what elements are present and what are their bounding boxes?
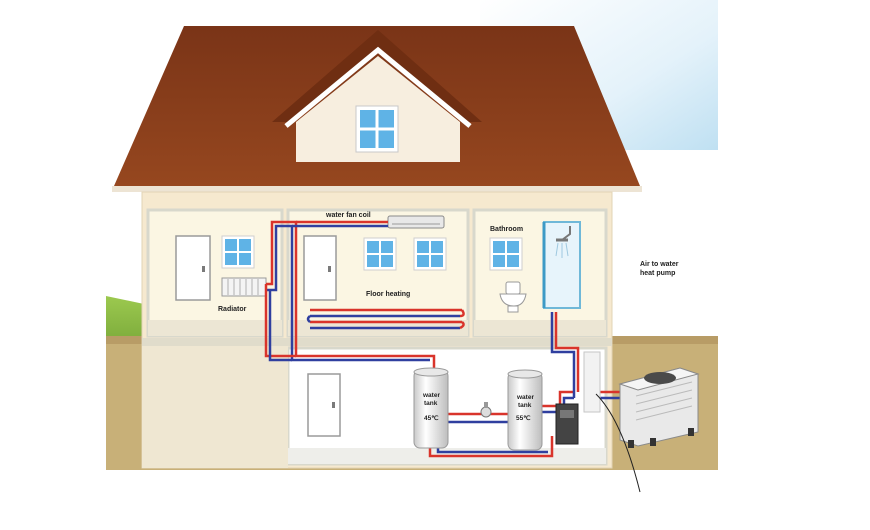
heat-pump-fan-icon <box>644 372 676 384</box>
label-tank2-line1: water <box>516 394 534 401</box>
grass-left <box>106 296 144 346</box>
floor-right <box>474 320 606 336</box>
label-bathroom: Bathroom <box>490 226 523 233</box>
door-basement <box>307 373 341 437</box>
water-tank-45 <box>413 367 449 449</box>
dormer-trim <box>284 46 472 128</box>
heat-pump-unit <box>618 367 700 448</box>
mixing-valve <box>480 402 492 418</box>
water-fan-coil-unit <box>387 215 445 229</box>
basement-floor-slab <box>142 338 612 346</box>
window-middle-right <box>413 237 447 271</box>
shower-head <box>555 226 571 258</box>
label-floor-heating: Floor heating <box>366 291 410 298</box>
pointer-line <box>595 393 641 493</box>
window-bathroom <box>489 237 523 271</box>
toilet <box>499 281 527 313</box>
door-radiator-room <box>175 235 211 301</box>
label-tank1-temp: 45℃ <box>424 414 439 422</box>
roof-eave <box>112 186 642 192</box>
dormer-window <box>355 105 399 153</box>
window-radiator-room <box>221 235 255 269</box>
label-tank2-line2: tank <box>518 402 532 409</box>
label-water-fan-coil: water fan coil <box>325 212 371 219</box>
label-tank1-line2: tank <box>424 400 438 407</box>
window-middle-left <box>363 237 397 271</box>
floor-heating-pipes <box>306 308 465 330</box>
label-tank2-temp: 55℃ <box>516 414 531 422</box>
label-heat-pump-line1: Air to water <box>640 261 679 268</box>
basement-left-wall <box>142 346 288 468</box>
control-unit <box>555 403 579 445</box>
label-tank1-line1: water <box>422 392 440 399</box>
water-tank-55 <box>507 369 543 451</box>
label-radiator: Radiator <box>218 306 247 313</box>
service-panel <box>583 351 601 413</box>
door-middle-room <box>303 235 337 301</box>
radiator-unit <box>221 277 267 297</box>
room-radiator <box>146 208 284 338</box>
label-heat-pump-line2: heat pump <box>640 270 675 277</box>
floor-left <box>148 320 282 336</box>
shower-enclosure <box>542 221 581 309</box>
